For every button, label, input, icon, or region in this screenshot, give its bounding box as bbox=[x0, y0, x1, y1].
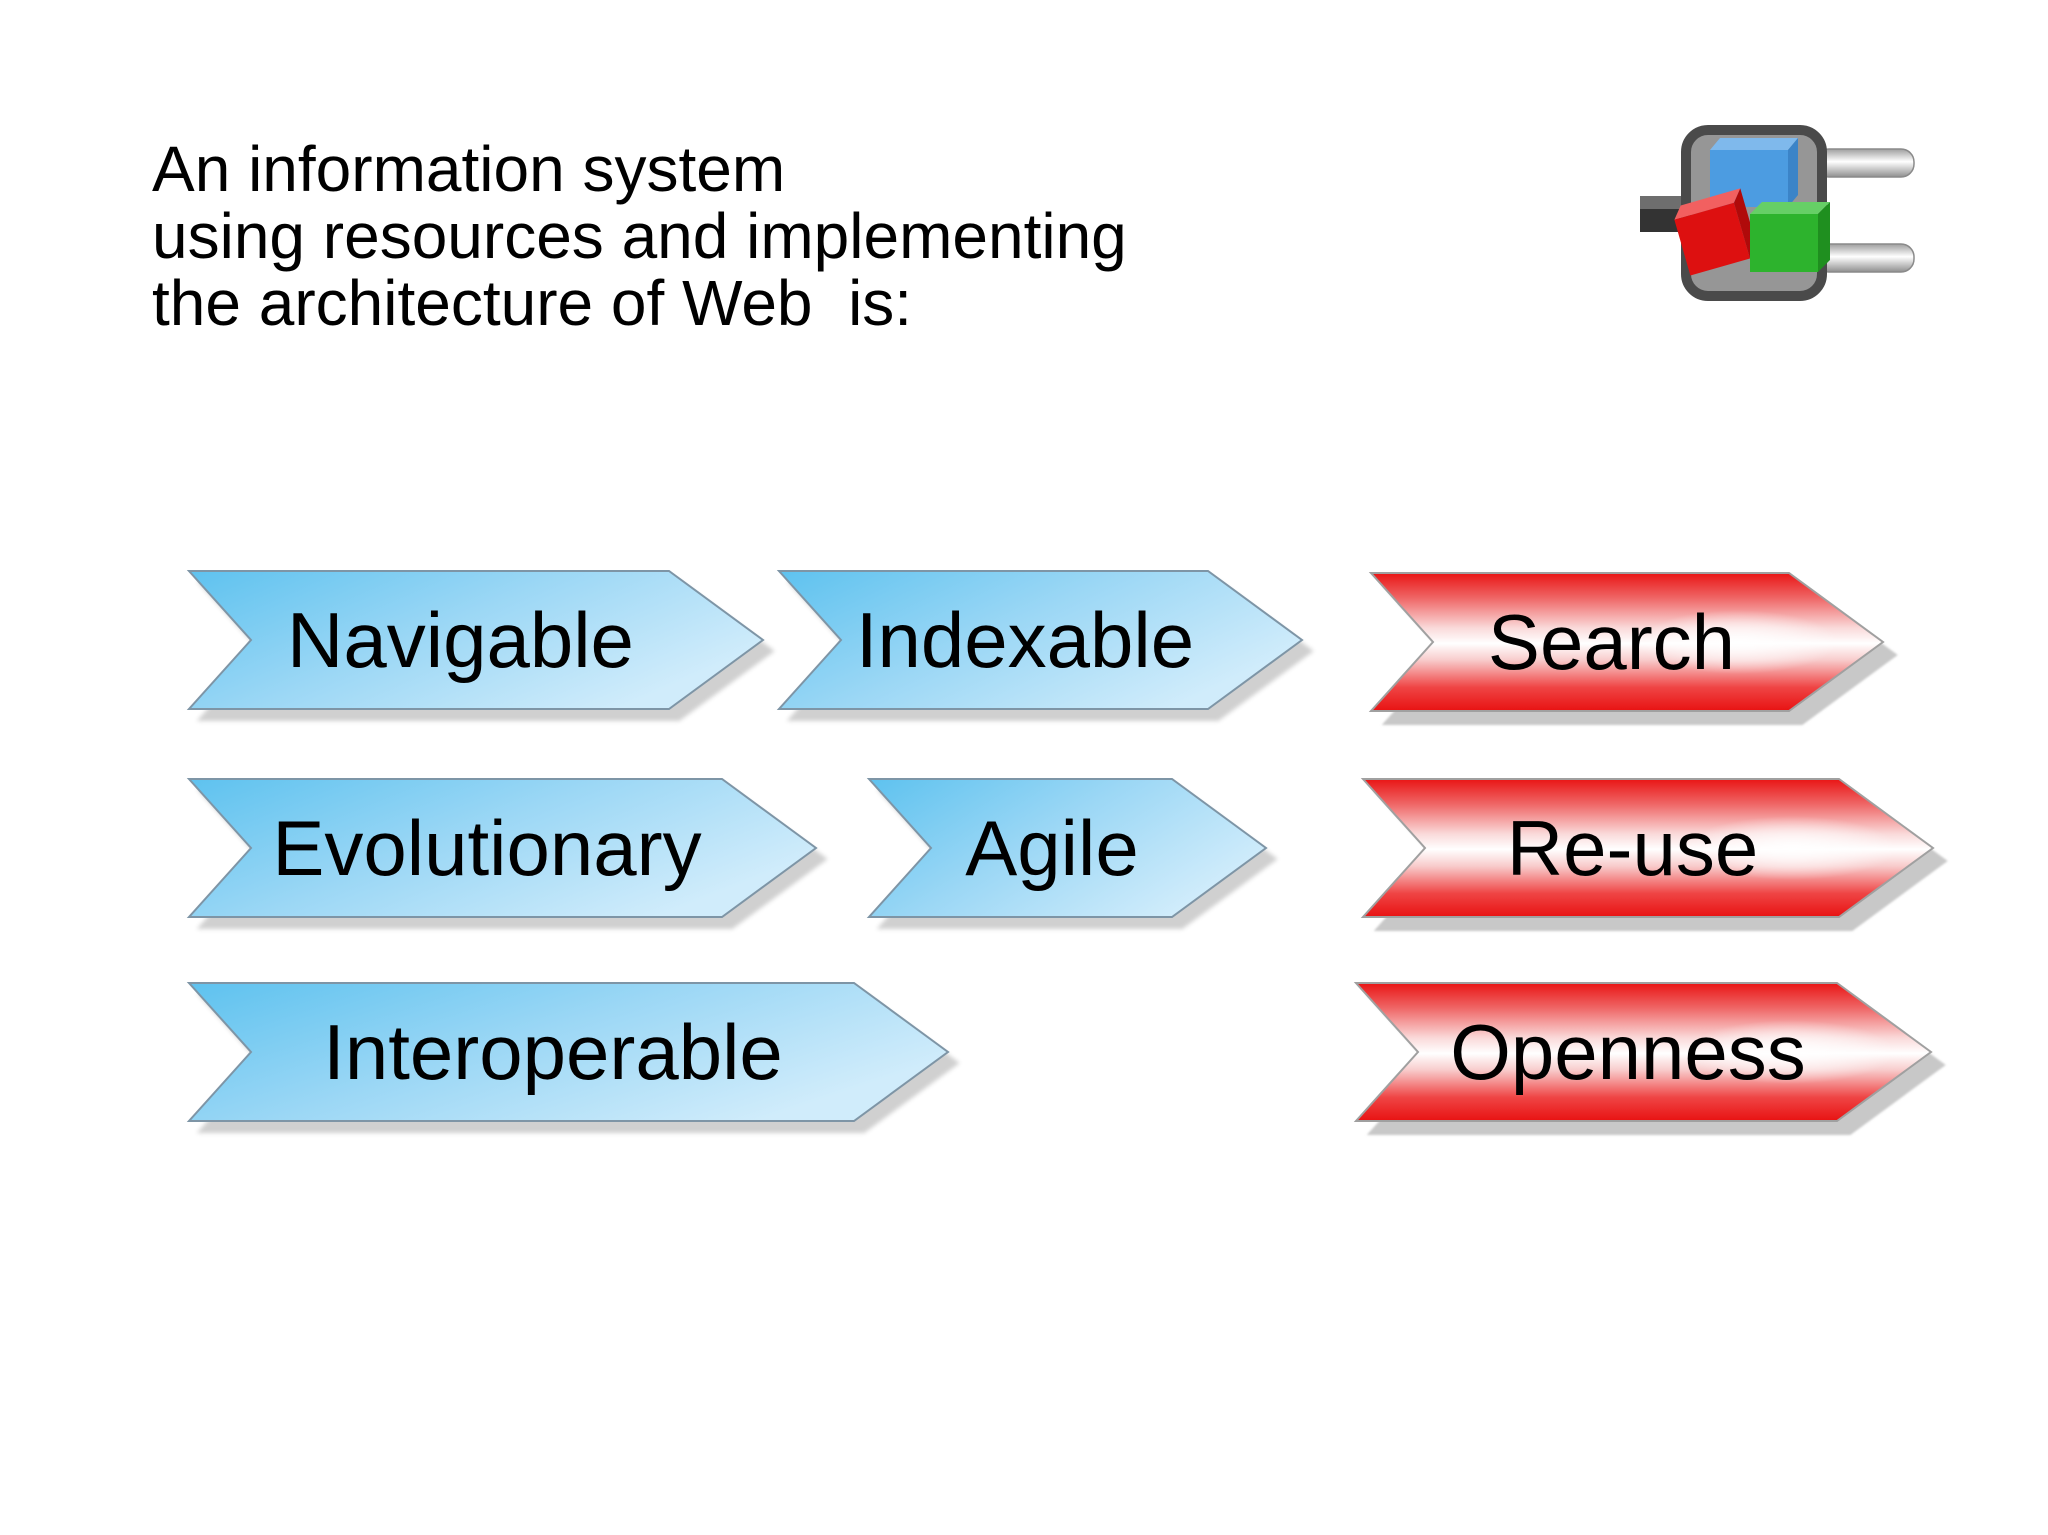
plug-prong-top bbox=[1815, 148, 1915, 178]
arrow-navigable: Navigable bbox=[186, 570, 765, 710]
arrow-indexable: Indexable bbox=[776, 570, 1304, 710]
arrow-agile: Agile bbox=[866, 778, 1268, 918]
arrow-label: Re-use bbox=[1506, 803, 1759, 892]
green-cube bbox=[1750, 202, 1830, 272]
title-line-2: using resources and implementing bbox=[152, 200, 1127, 272]
arrow-label: Indexable bbox=[855, 595, 1195, 684]
arrow-search: Search bbox=[1368, 572, 1885, 712]
arrow-label: Openness bbox=[1450, 1007, 1806, 1096]
arrow-label: Navigable bbox=[287, 595, 634, 684]
slide-title: An information system using resources an… bbox=[152, 136, 1127, 337]
arrow-label: Interoperable bbox=[323, 1007, 783, 1096]
title-line-3: the architecture of Web is: bbox=[152, 267, 913, 339]
arrow-openness: Openness bbox=[1353, 982, 1933, 1122]
arrow-interoperable: Interoperable bbox=[186, 982, 950, 1122]
plug-prong-bottom bbox=[1815, 243, 1915, 273]
plug-connector-icon bbox=[1640, 125, 1915, 301]
arrow-label: Agile bbox=[965, 803, 1139, 892]
title-line-1: An information system bbox=[152, 133, 786, 205]
arrow-evolutionary: Evolutionary bbox=[186, 778, 818, 918]
arrow-re-use: Re-use bbox=[1360, 778, 1935, 918]
arrow-label: Evolutionary bbox=[272, 803, 702, 892]
arrow-label: Search bbox=[1487, 597, 1736, 686]
